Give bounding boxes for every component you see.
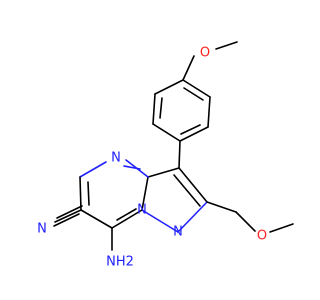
bond [154, 79, 184, 95]
bond [56, 205, 83, 219]
bond [80, 209, 113, 229]
bond [207, 96, 211, 128]
bond [111, 209, 143, 229]
bond [178, 140, 181, 169]
bond [235, 211, 256, 232]
bond [215, 41, 238, 50]
bond [178, 167, 208, 203]
bond [79, 176, 82, 211]
bond [141, 176, 149, 211]
bond [182, 55, 195, 81]
bond [152, 123, 181, 142]
bond [206, 201, 237, 213]
atom-label-n1: N [173, 225, 183, 240]
bond [182, 79, 211, 98]
atom-label-nitrile-n: N [37, 222, 47, 237]
bond [116, 208, 137, 221]
bond [183, 87, 204, 101]
bond [123, 165, 141, 170]
bond [159, 97, 163, 119]
bond [269, 223, 294, 233]
bond [173, 174, 201, 207]
bond [53, 213, 80, 227]
bond [180, 124, 201, 135]
chemical-structure-diagram: O N N N O N NH2 [37, 41, 294, 270]
bond [179, 126, 209, 142]
atom-label-amino: NH2 [106, 255, 134, 270]
bond [177, 201, 208, 233]
bond [79, 161, 107, 178]
bond [147, 167, 180, 178]
atom-label-o-methoxyphenyl: O [200, 46, 210, 61]
bond [141, 209, 179, 233]
bond [54, 209, 82, 223]
atom-label-n4: N [111, 151, 121, 166]
atom-label-n7a: N [137, 203, 147, 218]
atom-label-o-methoxymethyl: O [257, 229, 267, 244]
bond [152, 93, 156, 125]
bond [87, 181, 90, 206]
